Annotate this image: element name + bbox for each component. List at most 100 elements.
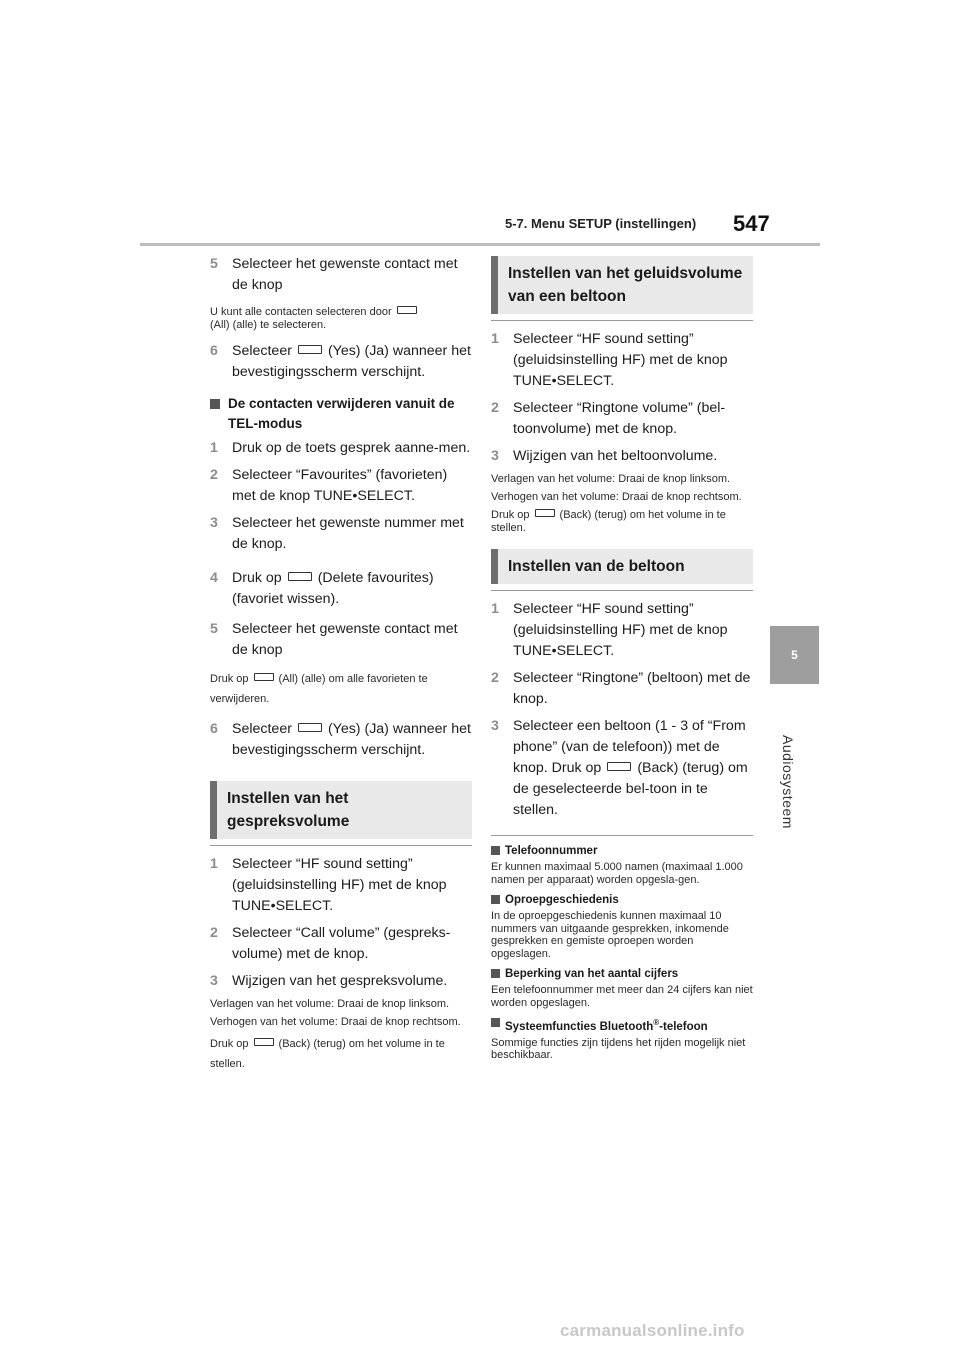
step-number: 2: [210, 925, 218, 941]
footnote-text: Een telefoonnummer met meer dan 24 cijfe…: [491, 984, 753, 1009]
step-number: 3: [210, 973, 218, 989]
step-text: Selecteer “Favourites” (favorieten) met …: [232, 467, 448, 504]
step: 2 Selecteer “Favourites” (favorieten) met…: [210, 465, 472, 507]
section-heading: Instellen van het geluidsvolume van een …: [491, 256, 753, 314]
step-number: 6: [210, 721, 218, 737]
note-text: U kunt alle contacten selecteren door: [210, 306, 392, 318]
step-text: Selecteer “HF sound setting” (geluidsins…: [513, 331, 728, 389]
footnote-heading-text: -telefoon: [659, 1020, 708, 1033]
button-icon: [534, 509, 555, 518]
section-heading: Instellen van het gespreksvolume: [210, 781, 472, 839]
button-icon: [287, 571, 312, 581]
square-bullet-icon: [210, 399, 220, 409]
divider: [491, 320, 753, 321]
subheading-text: De contacten verwijderen vanuit de TEL-m…: [228, 396, 455, 431]
button-icon: [297, 344, 322, 354]
footnote-heading: Telefoonnummer: [491, 844, 753, 858]
footnote-heading: Oproepgeschiedenis: [491, 893, 753, 907]
note: U kunt alle contacten selecteren door(Al…: [210, 306, 472, 332]
subheading: De contacten verwijderen vanuit de TEL-m…: [210, 394, 472, 434]
note-text: Druk op: [210, 673, 249, 685]
note: Verlagen van het volume: Draai de knop l…: [210, 998, 450, 1010]
step-text: Druk op de toets gesprek aanne-men.: [232, 440, 471, 456]
page-number: 547: [733, 211, 770, 236]
step-text: Druk op: [232, 570, 282, 586]
note-text: (Back) (terug) om het volume in te stell…: [210, 1038, 445, 1070]
note-text: (Back) (terug) om het volume in te stell…: [491, 509, 726, 534]
step-text: (Yes) (Ja) wanneer het bevestigingsscher…: [232, 721, 471, 758]
step-text: (Yes) (Ja) wanneer het bevestigingsscher…: [232, 343, 471, 380]
step-number: 1: [210, 440, 218, 456]
step: 1 Selecteer “HF sound setting” (geluidsin…: [491, 329, 753, 392]
registered-mark: ®: [653, 1018, 660, 1027]
section-heading-text: Instellen van het gespreksvolume: [227, 790, 350, 830]
step-text: Selecteer: [232, 721, 292, 737]
step-number: 3: [491, 718, 499, 734]
step-number: 5: [210, 256, 218, 272]
footnote-heading-text: Oproepgeschiedenis: [505, 894, 619, 906]
step: 5 Selecteer het gewenste contact met de k…: [210, 254, 472, 296]
step-number: 2: [491, 400, 499, 416]
step-text: Selecteer het gewenste contact met de kn…: [232, 256, 458, 293]
step-text: Selecteer het gewenste contact met de kn…: [232, 621, 458, 658]
step-number: 2: [491, 670, 499, 686]
chapter-tab-label: Audiosysteem: [780, 735, 796, 829]
note-text: Druk op: [210, 1038, 249, 1050]
footnote-text: In de oproepgeschiedenis kunnen maximaal…: [491, 910, 729, 960]
button-icon: [253, 673, 274, 682]
step: 6 Selecteer(Yes) (Ja) wanneer het bevesti…: [210, 719, 472, 761]
step: 3 Wijzigen van het beltoonvolume.: [491, 446, 753, 467]
footnote-text: Sommige functies zijn tijdens het rijden…: [491, 1036, 746, 1062]
step-text: Selecteer “HF sound setting” (geluidsins…: [513, 601, 728, 659]
note-text: (All) (alle) te selecteren.: [210, 319, 327, 331]
step-number: 2: [210, 467, 218, 483]
step: 2 Selecteer “Ringtone” (beltoon) met de k…: [491, 668, 753, 710]
footnote-heading: Systeemfuncties Bluetooth®-telefoon: [491, 1016, 753, 1034]
step-text: Wijzigen van het beltoonvolume.: [513, 448, 718, 464]
step-number: 3: [210, 515, 218, 531]
step-text: Selecteer “Call volume” (gespreks-volume…: [232, 925, 451, 962]
note: Verhogen van het volume: Draai de knop r…: [491, 491, 742, 503]
step-text: Selecteer een beltoon (1 - 3 of “From ph…: [513, 718, 746, 776]
button-icon: [607, 761, 632, 771]
step: 1 Druk op de toets gesprek aanne-men.: [210, 438, 472, 459]
step-text: Selecteer “Ringtone volume” (bel-toonvol…: [513, 400, 726, 437]
step-number: 3: [491, 448, 499, 464]
note-text: (All) (alle) om alle favorieten te verwi…: [210, 673, 428, 705]
step-text: Selecteer “Ringtone” (beltoon) met de kn…: [513, 670, 751, 707]
section-heading: Instellen van de beltoon: [491, 549, 753, 584]
note: Druk op(Back) (terug) om het volume in t…: [491, 509, 753, 535]
step-number: 4: [210, 570, 218, 586]
step-number: 1: [491, 601, 499, 617]
square-bullet-icon: [491, 969, 500, 978]
note: Verhogen van het volume: Draai de knop r…: [210, 1016, 461, 1028]
button-icon: [253, 1038, 274, 1047]
button-icon: [297, 722, 322, 732]
step: 2 Selecteer “Call volume” (gespreks-volum…: [210, 923, 472, 965]
step-text: Selecteer “HF sound setting” (geluidsins…: [232, 856, 447, 914]
section-heading-text: Instellen van het geluidsvolume van een …: [508, 265, 743, 305]
section-heading-text: Instellen van de beltoon: [508, 558, 685, 575]
step: 1 Selecteer “HF sound setting” (geluidsin…: [491, 599, 753, 662]
divider: [491, 590, 753, 591]
footnote-heading-text: Systeemfuncties Bluetooth: [505, 1020, 654, 1033]
step-text: Selecteer het gewenste nummer met de kno…: [232, 515, 464, 552]
footnote-divider: [491, 835, 753, 836]
step: 3 Selecteer het gewenste nummer met de kn…: [210, 513, 472, 555]
footnote-heading: Beperking van het aantal cijfers: [491, 967, 753, 981]
header-rule: [140, 243, 820, 246]
section-title: 5-7. Menu SETUP (instellingen): [505, 216, 697, 231]
right-column: Instellen van het geluidsvolume van een …: [491, 256, 753, 1069]
watermark: carmanualsonline.info: [560, 1321, 745, 1340]
button-icon: [396, 306, 417, 315]
step-number: 1: [210, 856, 218, 872]
step-number: 1: [491, 331, 499, 347]
footnote-text: Er kunnen maximaal 5.000 namen (maximaal…: [491, 861, 743, 886]
step-text: (Back) (terug) om de geselecteerde bel-t…: [513, 760, 748, 818]
chapter-tab-number: 5: [791, 648, 798, 662]
chapter-tab: 5: [770, 626, 819, 684]
